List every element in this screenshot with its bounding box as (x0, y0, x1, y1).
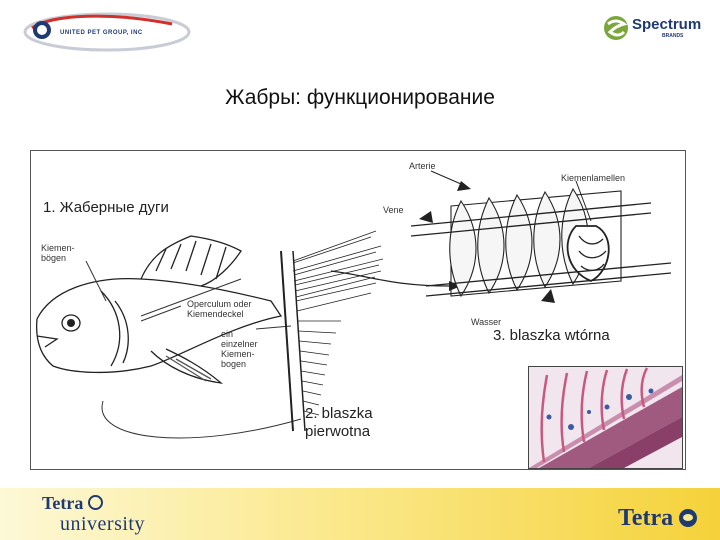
tetra-fish-icon (679, 509, 698, 527)
label-kiemenbogen: Kiemen-bögen (41, 243, 75, 263)
university-text: university (60, 513, 145, 535)
gill-micrograph (528, 366, 683, 469)
label-kiemenlamellen: Kiemenlamellen (561, 173, 626, 183)
spectrum-logo-subtext: BRANDS (662, 33, 684, 39)
arrow-vene (419, 211, 433, 223)
united-pet-group-logo (23, 12, 191, 52)
fish-dorsal-fin (140, 235, 242, 287)
label-wasser: Wasser (471, 317, 502, 327)
fish-pectoral-fin (150, 348, 224, 384)
label-arterie: Arterie (409, 161, 436, 171)
tetra-logo-right: Tetra (618, 505, 698, 532)
spectrum-logo-text: Spectrum (632, 16, 702, 33)
fish-body (35, 277, 283, 374)
tetra-university-logo: Tetra university (42, 494, 145, 534)
fish-operculum (100, 290, 121, 367)
spectrum-brands-logo (604, 16, 628, 40)
united-pet-group-text: UNITED PET GROUP, INC (60, 30, 143, 36)
gill-arch (280, 250, 294, 432)
label-secondary-lamella: 3. blaszka wtórna (493, 327, 610, 344)
tetra-logo-right-text: Tetra (618, 505, 674, 531)
fish-eye (61, 314, 81, 332)
gill-filaments (292, 230, 384, 416)
label-vene: Vene (383, 205, 404, 215)
tetra-logo-text: Tetra (42, 493, 84, 513)
blood-vessels (410, 202, 672, 297)
arrow-water (541, 289, 555, 303)
arrow-arterie (457, 181, 471, 191)
footer-bar (0, 488, 720, 540)
slide-title: Жабры: функционирование (225, 86, 495, 109)
label-gill-arches: 1. Жаберные дуги (43, 199, 169, 216)
fish-mouth (36, 335, 59, 348)
gill-illustration (35, 170, 672, 439)
tetra-circle-icon (87, 495, 103, 510)
